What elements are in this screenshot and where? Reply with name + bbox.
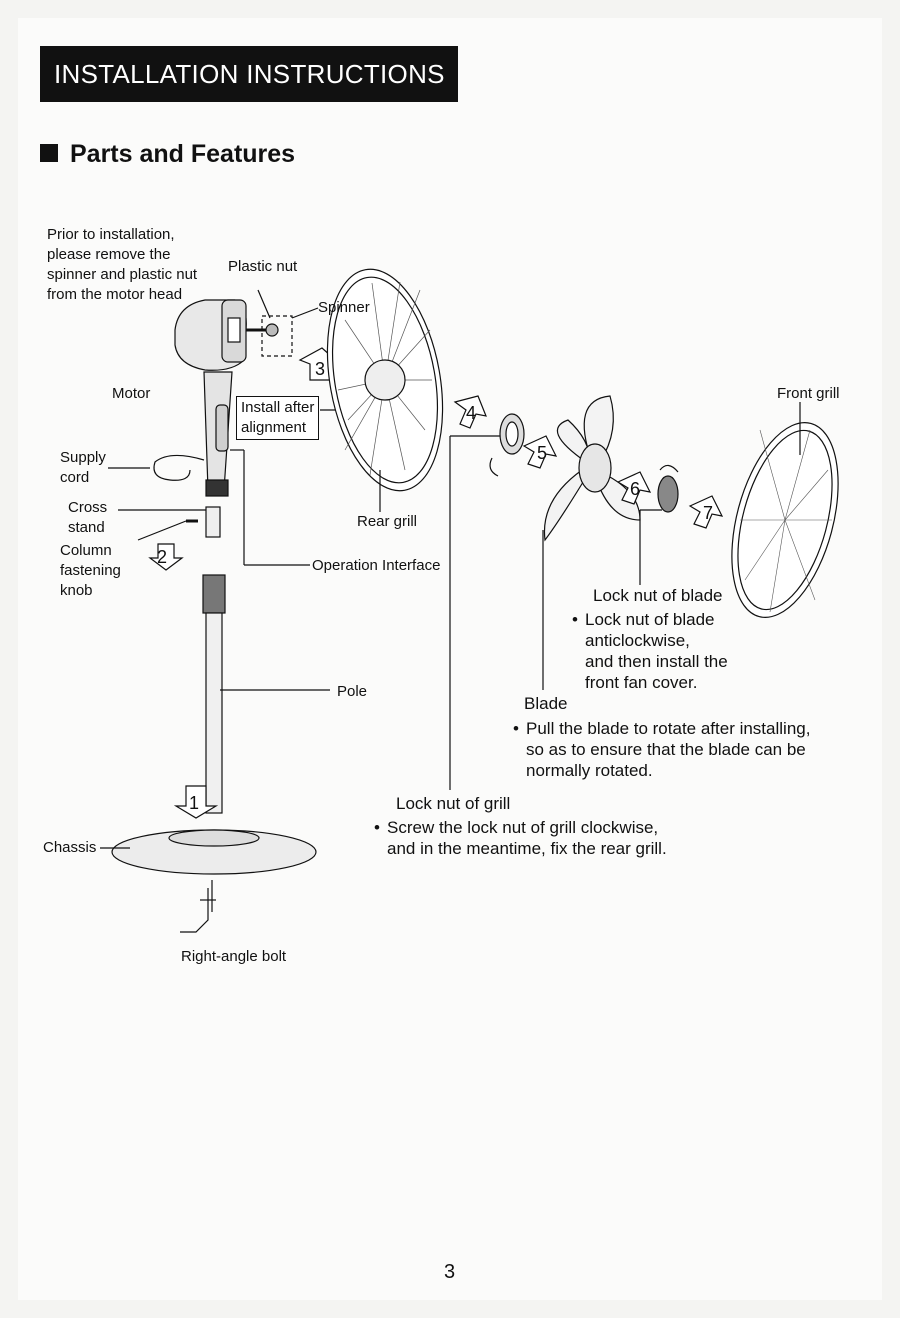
spinner-label: Spinner: [318, 298, 370, 318]
rear-grill-label: Rear grill: [357, 512, 417, 532]
prior-note-line: Prior to installation,: [47, 225, 197, 245]
column-knob-line: Column: [60, 541, 121, 561]
pole-label: Pole: [337, 682, 367, 702]
blade-note: • Pull the blade to rotate after install…: [513, 718, 810, 781]
supply-cord-label: Supply cord: [60, 448, 106, 488]
step-7-number: 7: [703, 503, 713, 524]
lock-nut-blade-note: • Lock nut of blade anticlockwise, and t…: [572, 609, 728, 693]
front-grill-label: Front grill: [777, 384, 840, 404]
lock-nut-grill-label: Lock nut of grill: [396, 793, 510, 814]
blade-label: Blade: [524, 693, 567, 714]
page-number: 3: [444, 1262, 455, 1283]
chassis-label: Chassis: [43, 838, 96, 858]
note-line: anticlockwise,: [585, 630, 728, 651]
note-line: and in the meantime, fix the rear grill.: [387, 838, 667, 859]
cross-stand-line: Cross: [68, 498, 107, 518]
note-line: front fan cover.: [585, 672, 728, 693]
lock-nut-grill-note: • Screw the lock nut of grill clockwise,…: [374, 817, 667, 859]
note-line: and then install the: [585, 651, 728, 672]
column-knob-line: fastening: [60, 561, 121, 581]
column-knob-label: Column fastening knob: [60, 541, 121, 601]
prior-note-line: please remove the: [47, 245, 197, 265]
note-line: Screw the lock nut of grill clockwise,: [387, 817, 667, 838]
plastic-nut-label: Plastic nut: [228, 257, 297, 277]
step-1-number: 1: [189, 793, 199, 814]
note-line: so as to ensure that the blade can be: [526, 739, 810, 760]
bullet: •: [572, 609, 578, 630]
bullet: •: [513, 718, 519, 739]
step-2-number: 2: [157, 547, 167, 568]
motor-label: Motor: [112, 384, 150, 404]
install-after-box: Install after alignment: [236, 396, 319, 440]
prior-note-line: spinner and plastic nut: [47, 265, 197, 285]
step-6-number: 6: [630, 479, 640, 500]
prior-note: Prior to installation, please remove the…: [47, 225, 197, 305]
cross-stand-label: Cross stand: [68, 498, 107, 538]
step-4-number: 4: [466, 403, 476, 424]
install-after-line: Install after: [241, 398, 314, 418]
step-5-number: 5: [537, 443, 547, 464]
cross-stand-line: stand: [68, 518, 107, 538]
right-angle-bolt-label: Right-angle bolt: [181, 947, 286, 967]
supply-cord-line: cord: [60, 468, 106, 488]
note-line: Pull the blade to rotate after installin…: [526, 718, 810, 739]
bullet: •: [374, 817, 380, 838]
install-after-line: alignment: [241, 418, 314, 438]
operation-interface-label: Operation Interface: [312, 556, 440, 576]
prior-note-line: from the motor head: [47, 285, 197, 305]
column-knob-line: knob: [60, 581, 121, 601]
note-line: Lock nut of blade: [585, 609, 728, 630]
step-3-number: 3: [315, 359, 325, 380]
supply-cord-line: Supply: [60, 448, 106, 468]
note-line: normally rotated.: [526, 760, 810, 781]
lock-nut-blade-label: Lock nut of blade: [593, 585, 722, 606]
